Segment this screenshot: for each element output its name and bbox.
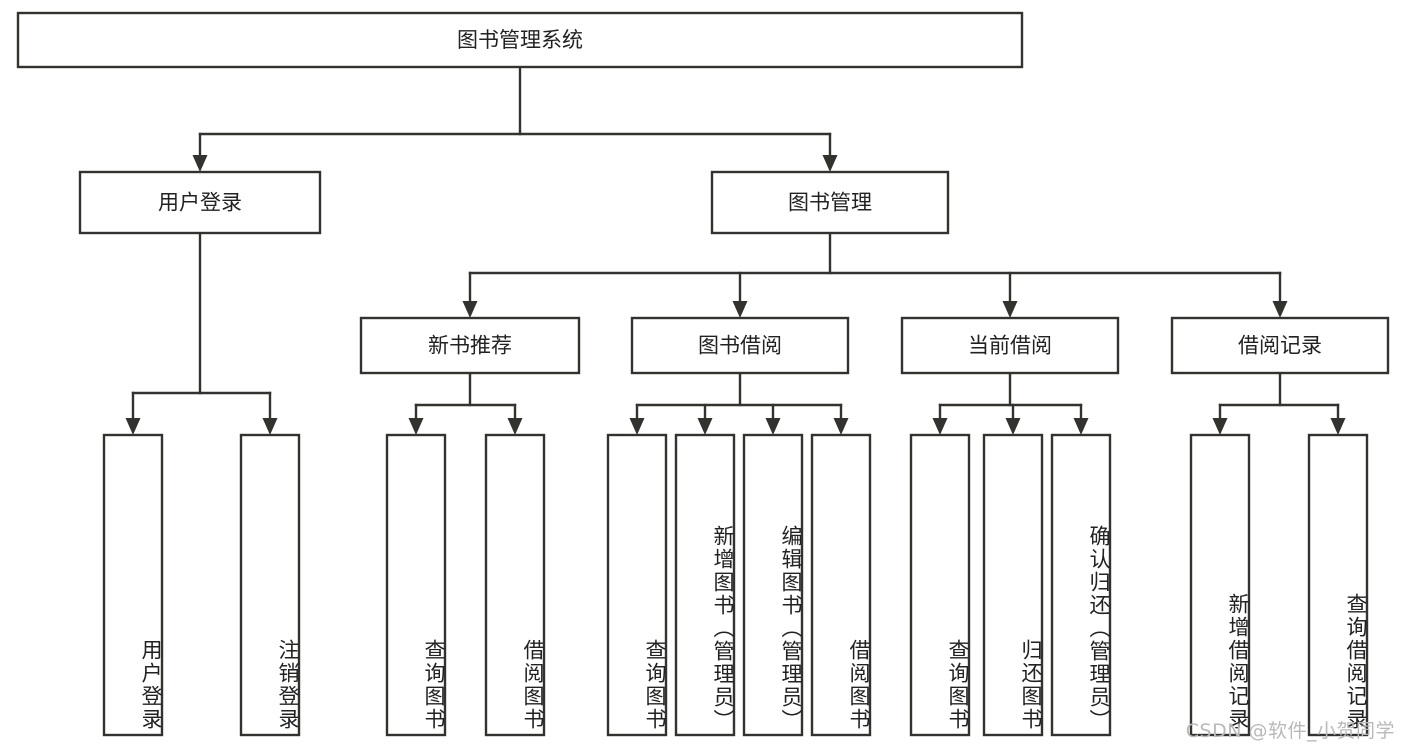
arrow-head — [125, 418, 141, 435]
node-leaf-query-book-current[interactable] — [909, 433, 971, 737]
node-box-leaf-borrow-book[interactable] — [810, 433, 872, 737]
node-leaf-query-book-recommend[interactable] — [385, 433, 447, 737]
arrow-head — [192, 155, 208, 172]
connector-group-user-login — [125, 231, 278, 435]
arrow-head — [697, 418, 713, 435]
arrow-head — [1272, 301, 1288, 318]
node-leaf-confirm-return-admin[interactable] — [1050, 433, 1112, 737]
arrow-head — [1212, 418, 1228, 435]
node-leaf-query-book-borrow[interactable] — [606, 433, 668, 737]
node-box-leaf-edit-book-admin[interactable] — [742, 433, 804, 737]
node-box-borrow-record[interactable] — [1170, 316, 1390, 375]
connector-group-book-borrow — [629, 371, 849, 435]
node-current-borrow[interactable]: 当前借阅 — [900, 316, 1120, 375]
node-box-current-borrow[interactable] — [900, 316, 1120, 375]
node-label-root: 图书管理系统 — [457, 28, 583, 52]
node-box-leaf-add-borrow-record[interactable] — [1189, 433, 1251, 737]
node-box-book-borrow[interactable] — [630, 316, 850, 375]
node-borrow-record[interactable]: 借阅记录 — [1170, 316, 1390, 375]
node-box-book-management[interactable] — [710, 170, 950, 235]
connectors-layer — [125, 65, 1346, 435]
arrow-head — [408, 418, 424, 435]
node-box-new-book-recommend[interactable] — [359, 316, 581, 375]
node-leaf-borrow-book[interactable] — [810, 433, 872, 737]
node-book-borrow[interactable]: 图书借阅 — [630, 316, 850, 375]
arrow-head — [822, 155, 838, 172]
node-box-leaf-query-borrow-record[interactable] — [1307, 433, 1369, 737]
node-box-root[interactable] — [16, 11, 1024, 69]
node-box-leaf-borrow-book-recommend[interactable] — [484, 433, 546, 737]
connector-group-current-borrow — [932, 371, 1089, 435]
connector-group-new-book-recommend — [408, 371, 523, 435]
node-leaf-add-borrow-record[interactable] — [1189, 433, 1251, 737]
arrow-head — [833, 418, 849, 435]
node-box-leaf-confirm-return-admin[interactable] — [1050, 433, 1112, 737]
node-book-management[interactable]: 图书管理 — [710, 170, 950, 235]
arrow-head — [732, 301, 748, 318]
node-leaf-edit-book-admin[interactable] — [742, 433, 804, 737]
node-user-login[interactable]: 用户登录 — [78, 170, 322, 235]
node-new-book-recommend[interactable]: 新书推荐 — [359, 316, 581, 375]
watermark-text: CSDN @软件_小贺同学 — [1185, 720, 1395, 742]
node-leaf-query-borrow-record[interactable] — [1307, 433, 1369, 737]
arrow-head — [765, 418, 781, 435]
node-leaf-add-book-admin[interactable] — [674, 433, 736, 737]
arrow-head — [462, 301, 478, 318]
node-box-leaf-user-login[interactable] — [102, 433, 164, 737]
arrow-head — [1330, 418, 1346, 435]
node-label-user-login: 用户登录 — [158, 191, 242, 215]
connector-group-root — [192, 65, 838, 172]
node-leaf-user-login[interactable] — [102, 433, 164, 737]
node-label-borrow-record: 借阅记录 — [1238, 334, 1322, 358]
arrow-head — [1002, 301, 1018, 318]
arrow-head — [1073, 418, 1089, 435]
arrow-head — [629, 418, 645, 435]
node-box-leaf-logout-login[interactable] — [239, 433, 301, 737]
node-label-book-management: 图书管理 — [788, 191, 872, 215]
node-leaf-borrow-book-recommend[interactable] — [484, 433, 546, 737]
node-box-leaf-return-book[interactable] — [982, 433, 1044, 737]
node-label-current-borrow: 当前借阅 — [968, 334, 1052, 358]
node-box-leaf-add-book-admin[interactable] — [674, 433, 736, 737]
node-leaf-logout-login[interactable] — [239, 433, 301, 737]
node-root[interactable]: 图书管理系统 — [16, 11, 1024, 69]
node-box-user-login[interactable] — [78, 170, 322, 235]
arrow-head — [262, 418, 278, 435]
connector-group-book-management — [462, 231, 1288, 318]
connector-group-borrow-record — [1212, 371, 1346, 435]
node-box-leaf-query-book-recommend[interactable] — [385, 433, 447, 737]
node-box-leaf-query-book-current[interactable] — [909, 433, 971, 737]
node-leaf-return-book[interactable] — [982, 433, 1044, 737]
arrow-head — [932, 418, 948, 435]
node-box-leaf-query-book-borrow[interactable] — [606, 433, 668, 737]
node-label-book-borrow: 图书借阅 — [698, 334, 782, 358]
arrow-head — [1005, 418, 1021, 435]
arrow-head — [507, 418, 523, 435]
node-label-new-book-recommend: 新书推荐 — [428, 334, 512, 358]
